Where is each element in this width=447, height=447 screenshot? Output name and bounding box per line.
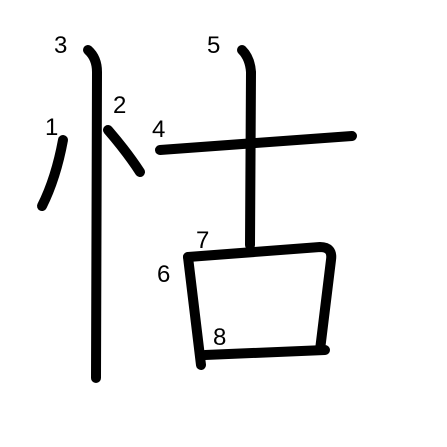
stroke-6 <box>183 252 206 370</box>
stroke-number-8: 8 <box>213 324 226 351</box>
stroke-7 <box>183 242 337 355</box>
stroke-4 <box>155 131 357 155</box>
stroke-2 <box>103 125 145 177</box>
stroke-number-2: 2 <box>113 92 126 119</box>
stroke-number-7: 7 <box>196 227 209 254</box>
stroke-number-4: 4 <box>152 116 165 143</box>
stroke-1 <box>37 135 68 211</box>
stroke-number-5: 5 <box>207 32 220 59</box>
stroke-number-6: 6 <box>157 261 170 288</box>
stroke-5 <box>237 45 256 250</box>
stroke-number-1: 1 <box>45 114 58 141</box>
stroke-number-3: 3 <box>54 32 67 59</box>
stroke-3 <box>83 45 102 383</box>
stroke-8 <box>200 345 330 360</box>
